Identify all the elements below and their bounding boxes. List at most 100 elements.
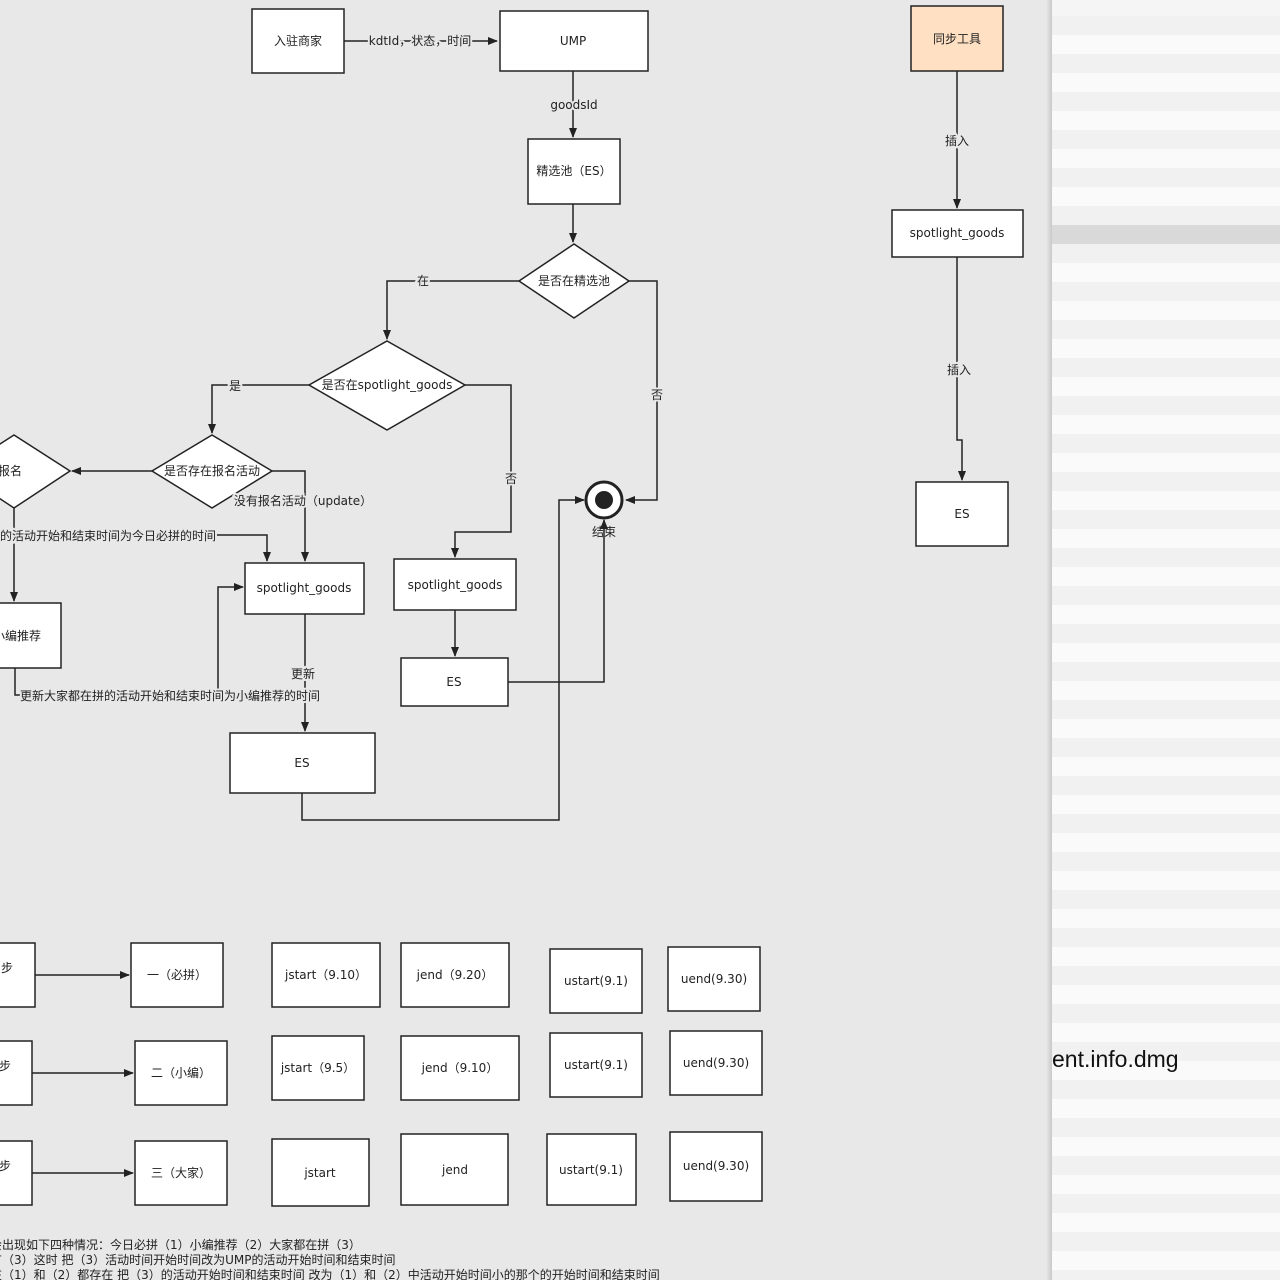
label-update-all: 更新大家都在拼的活动开始和结束时间为小编推荐的时间 [20,688,320,703]
file-list-row[interactable] [1052,757,1280,776]
file-list-row[interactable] [1052,92,1280,111]
step-label: 步 [1,961,13,975]
file-list-row[interactable] [1052,548,1280,567]
file-list-row[interactable] [1052,1042,1280,1061]
file-list-row[interactable] [1052,130,1280,149]
file-list-row[interactable] [1052,700,1280,719]
decision-in-pool[interactable]: 是否在精选池 [517,243,631,319]
file-list-row[interactable] [1052,1118,1280,1137]
file-list-row[interactable] [1052,396,1280,415]
file-list-row[interactable] [1052,415,1280,434]
merchant-node[interactable]: 入驻商家 [251,8,345,74]
file-list-row[interactable] [1052,510,1280,529]
file-list-row[interactable] [1052,282,1280,301]
file-list-row[interactable] [1052,662,1280,681]
file-list-row[interactable] [1052,871,1280,890]
file-list-row[interactable] [1052,1175,1280,1194]
ump-node[interactable]: UMP [499,10,649,72]
label-shi: 是 [229,379,241,393]
file-list-row[interactable] [1052,339,1280,358]
label-kdt: kdtId，状态，时间 [369,34,471,48]
file-list-row[interactable] [1052,643,1280,662]
file-list-row[interactable] [1052,1251,1280,1270]
file-list-row[interactable] [1052,16,1280,35]
file-list-row[interactable] [1052,890,1280,909]
file-list-row[interactable] [1052,1099,1280,1118]
edge-labels: kdtId，状态，时间 goodsId 插入 插入 在 否 是 否 没有报名活动… [0,32,973,705]
sync-tool-node[interactable]: 同步工具 [910,5,1004,72]
file-list-row[interactable] [1052,738,1280,757]
file-list-row[interactable] [1052,814,1280,833]
file-list-row[interactable] [1052,909,1280,928]
file-list-row[interactable] [1052,263,1280,282]
notes: 会出现如下四种情况：今日必拼（1）小编推荐（2）大家都在拼（3） 有（3）这时 … [0,1237,660,1280]
file-list-row[interactable] [1052,54,1280,73]
file-list-row[interactable] [1052,149,1280,168]
file-list-row[interactable] [1052,358,1280,377]
file-list-row[interactable] [1052,377,1280,396]
es-right-label: ES [954,507,969,521]
es-right-node[interactable]: ES [915,481,1009,547]
file-list-row[interactable] [1052,624,1280,643]
decision-in-spotlight[interactable]: 是否在spotlight_goods [307,340,467,431]
file-list-row[interactable] [1052,35,1280,54]
pool-node[interactable]: 精选池（ES） [527,138,621,205]
spotlight-right-node[interactable]: spotlight_goods [891,209,1024,258]
end-node[interactable]: 结束 [584,480,624,539]
file-list-row[interactable] [1052,605,1280,624]
file-list-row[interactable] [1052,719,1280,738]
merchant-label: 入驻商家 [274,33,322,48]
file-list-row[interactable] [1052,1213,1280,1232]
file-list-row[interactable] [1052,472,1280,491]
file-list-row[interactable] [1052,244,1280,263]
table-row: 步 三（大家） jstart jend ustart(9.1) uend(9.3… [0,1131,763,1207]
file-list-row[interactable] [1052,1061,1280,1080]
file-list-row[interactable] [1052,111,1280,130]
file-list-row[interactable] [1052,833,1280,852]
note-line: 会出现如下四种情况：今日必拼（1）小编推荐（2）大家都在拼（3） [0,1237,361,1252]
file-list-row[interactable] [1052,206,1280,225]
file-list-row[interactable] [1052,928,1280,947]
file-list-row[interactable] [1052,985,1280,1004]
file-list-row[interactable] [1052,1004,1280,1023]
file-list-row[interactable] [1052,320,1280,339]
file-list-row[interactable] [1052,1194,1280,1213]
file-list-row[interactable] [1052,852,1280,871]
es-bottom-node[interactable]: ES [229,732,376,794]
spotlight-mid2-node[interactable]: spotlight_goods [393,558,517,611]
spotlight-mid-node[interactable]: spotlight_goods [244,562,365,615]
file-list-row[interactable] [1052,1023,1280,1042]
note-line: 有（3）这时 把（3）活动时间开始时间改为UMP的活动开始时间和结束时间 [0,1252,395,1267]
file-list-row[interactable] [1052,586,1280,605]
file-list-row[interactable] [1052,1232,1280,1251]
decision-has-activity[interactable]: 是否存在报名活动 [150,434,274,509]
file-list-row[interactable] [1052,795,1280,814]
file-list-row[interactable] [1052,453,1280,472]
es-mid2-node[interactable]: ES [400,657,509,707]
file-list-row[interactable] [1052,529,1280,548]
file-list-row[interactable] [1052,434,1280,453]
editor-node[interactable]: 小编推荐 [0,602,62,669]
decision-category[interactable]: 部类目报名 [0,434,72,509]
file-list-row[interactable] [1052,1270,1280,1280]
file-list-row[interactable] [1052,301,1280,320]
file-name[interactable]: ent.info.dmg [1052,1046,1179,1072]
file-list-row[interactable] [1052,1156,1280,1175]
label-update: 更新 [291,666,315,681]
file-list-row[interactable] [1052,491,1280,510]
file-list-row[interactable] [1052,567,1280,586]
file-list-row[interactable] [1052,225,1280,244]
file-list-row[interactable] [1052,681,1280,700]
file-list-row[interactable] [1052,1137,1280,1156]
edge-editor-update [14,583,244,696]
file-list-row[interactable] [1052,947,1280,966]
file-list-row[interactable] [1052,168,1280,187]
file-list-row[interactable] [1052,966,1280,985]
decision-in-pool-label: 是否在精选池 [538,274,610,288]
file-list-row[interactable] [1052,776,1280,795]
spotlight-mid-label: spotlight_goods [257,581,352,595]
file-list-row[interactable] [1052,1080,1280,1099]
file-list-row[interactable] [1052,187,1280,206]
file-list-row[interactable] [1052,73,1280,92]
label-insert2: 插入 [947,363,971,377]
